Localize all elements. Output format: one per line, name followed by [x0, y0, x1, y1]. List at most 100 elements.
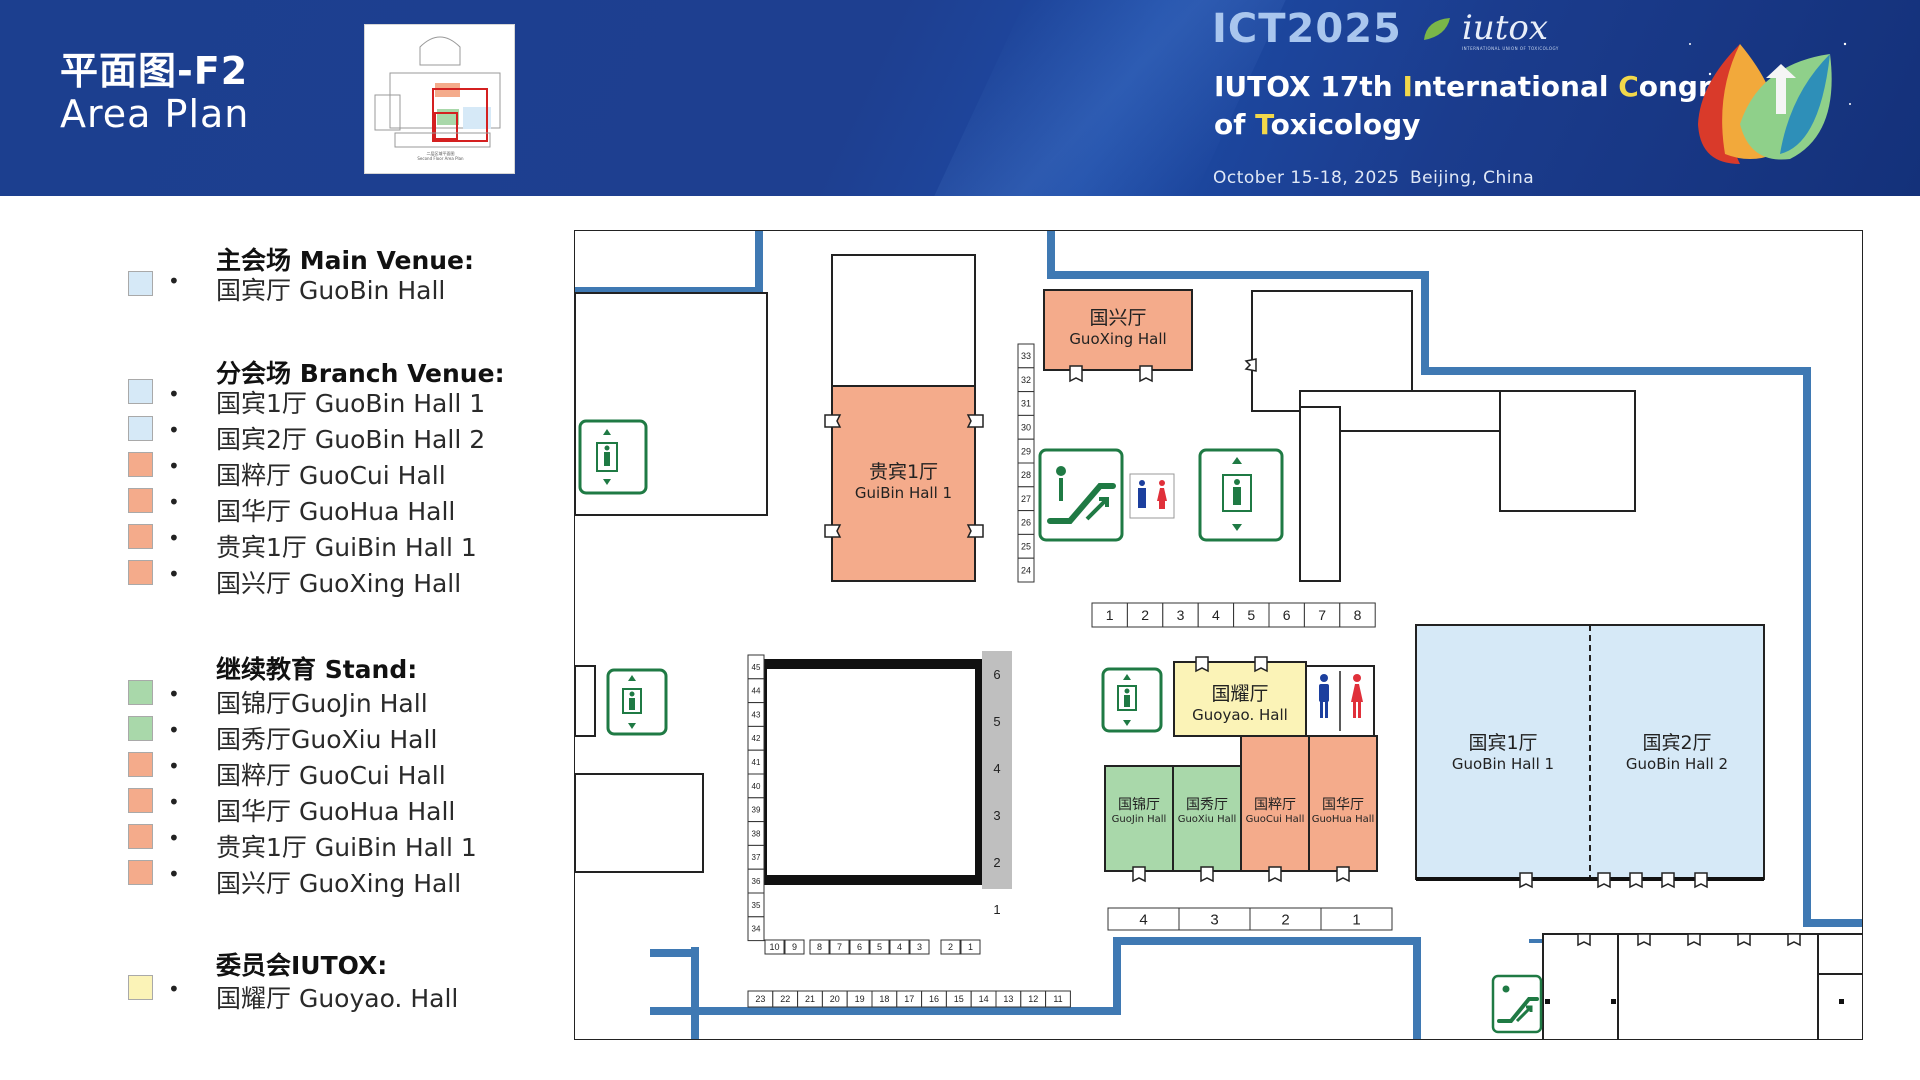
booth-number: 28 — [1021, 470, 1031, 480]
door-marker — [1195, 656, 1209, 673]
booth-cell — [764, 939, 785, 955]
legend-item: 贵宾1厅 GuiBin Hall 1 — [216, 833, 477, 862]
hall-name-cn: 国锦厅 — [1118, 797, 1160, 813]
legend-swatch — [128, 271, 153, 296]
hall-guocui-label: 国粹厅 GuoCui Hall — [1241, 794, 1309, 825]
header-banner: 平面图-F2 Area Plan 二层区域平面图 Second Floor Ar… — [0, 0, 1920, 196]
escalator-icon — [1038, 448, 1124, 542]
booth-number: 34 — [752, 925, 761, 934]
thumbnail-caption-en: Second Floor Area Plan — [417, 156, 464, 161]
legend-item: 国宾1厅 GuoBin Hall 1 — [216, 389, 486, 418]
door-marker — [1336, 866, 1350, 883]
room-marker — [1839, 999, 1844, 1004]
booth-cell — [1303, 602, 1341, 628]
hall-guibin1-label: 贵宾1厅 GuiBin Hall 1 — [832, 457, 975, 502]
booth-number: 4 — [1212, 607, 1220, 623]
hall-name-en: GuiBin Hall 1 — [854, 484, 953, 502]
hall-name-en: GuoJin Hall — [1111, 814, 1167, 825]
booth-number: 37 — [752, 853, 761, 862]
bullet-icon: • — [168, 754, 180, 778]
legend-swatch — [128, 416, 153, 441]
legend-item: 国华厅 GuoHua Hall — [216, 797, 456, 826]
page-title-en: Area Plan — [60, 92, 250, 136]
corridor-wall — [1047, 231, 1862, 927]
hall-guohua-shape — [1308, 735, 1378, 872]
elevator-icon — [578, 419, 648, 495]
hall-guibin1-shape — [831, 385, 976, 582]
booth-number: 19 — [855, 994, 865, 1004]
hall-name-en: GuoBin Hall 1 — [1451, 755, 1555, 773]
legend-item: 国秀厅GuoXiu Hall — [216, 725, 438, 754]
booth-number: 1 — [1352, 911, 1360, 928]
booth-cell — [849, 939, 870, 955]
hall-guoxiu-shape — [1172, 765, 1242, 872]
booth-cell — [1017, 557, 1035, 583]
booth-number: 2 — [993, 855, 1000, 870]
booth-number: 40 — [752, 782, 761, 791]
booth-number: 12 — [1028, 994, 1038, 1004]
booth-number: 3 — [1210, 911, 1218, 928]
legend-item: 国华厅 GuoHua Hall — [216, 497, 456, 526]
booth-number: 24 — [1021, 565, 1031, 575]
booth-cell — [829, 939, 850, 955]
bullet-icon: • — [168, 562, 180, 586]
booth-number: 9 — [792, 942, 797, 952]
hall-guobin2-label: 国宾2厅 GuoBin Hall 2 — [1590, 728, 1764, 773]
booth-cell — [1268, 602, 1305, 628]
bottom-right-rooms — [1542, 933, 1862, 1039]
door-marker — [1687, 933, 1701, 947]
booth-cell — [960, 939, 981, 955]
legend-heading-committee: 委员会IUTOX: — [216, 951, 388, 980]
door-marker — [1132, 866, 1146, 883]
hall-name-en: GuoBin Hall 2 — [1625, 755, 1729, 773]
door-marker — [966, 414, 984, 428]
booth-cell — [784, 939, 805, 955]
booth-number: 32 — [1021, 375, 1031, 385]
hall-name-en: GuoCui Hall — [1245, 814, 1305, 825]
door-marker — [1737, 933, 1751, 947]
hall-name-cn: 国华厅 — [1322, 797, 1364, 813]
hall-name-cn: 国耀厅 — [1211, 683, 1269, 705]
room-marker — [1545, 999, 1550, 1004]
booth-number: 2 — [1141, 607, 1149, 623]
booth-cell — [747, 916, 765, 942]
legend-swatch — [128, 452, 153, 477]
bullet-icon: • — [168, 526, 180, 550]
booth-number: 39 — [752, 806, 761, 815]
ict2025-logo: ICT2025 — [1212, 6, 1402, 52]
elevator-icon — [1101, 667, 1163, 733]
booth-number: 22 — [780, 994, 790, 1004]
door-marker — [1254, 656, 1268, 673]
booth-number: 42 — [752, 734, 761, 743]
congress-title-part: oxicology — [1270, 108, 1421, 141]
booth-cell — [1339, 602, 1376, 628]
hall-guoyao-label: 国耀厅 Guoyao. Hall — [1174, 679, 1306, 724]
hall-name-en: Guoyao. Hall — [1192, 706, 1288, 724]
legend-item: 国粹厅 GuoCui Hall — [216, 761, 446, 790]
legend-item: 国宾2厅 GuoBin Hall 2 — [216, 425, 486, 454]
booth-number: 4 — [897, 942, 902, 952]
booth-number: 1 — [968, 942, 973, 952]
hall-guoxing-label: 国兴厅 GuoXing Hall — [1044, 303, 1192, 348]
room-outline — [1499, 390, 1636, 512]
booth-cell — [1197, 602, 1235, 628]
booth-cell — [940, 939, 961, 955]
door-marker — [1244, 358, 1257, 372]
legend-item: 贵宾1厅 GuiBin Hall 1 — [216, 533, 477, 562]
bullet-icon: • — [168, 454, 180, 478]
booth-number: 3 — [917, 942, 922, 952]
legend-heading-branch-venue: 分会场 Branch Venue: — [216, 359, 505, 388]
booth-number: 25 — [1021, 542, 1031, 552]
booth-number: 36 — [752, 877, 761, 886]
legend-swatch — [128, 560, 153, 585]
legend-item: 国锦厅GuoJin Hall — [216, 689, 428, 718]
hall-name-cn: 贵宾1厅 — [868, 461, 939, 483]
room-outline — [575, 665, 596, 737]
booth-number: 6 — [1283, 607, 1291, 623]
elevator-icon — [606, 668, 668, 736]
hall-name-cn: 国粹厅 — [1254, 797, 1296, 813]
booth-number: 44 — [752, 687, 761, 696]
booth-number: 4 — [993, 761, 1000, 776]
